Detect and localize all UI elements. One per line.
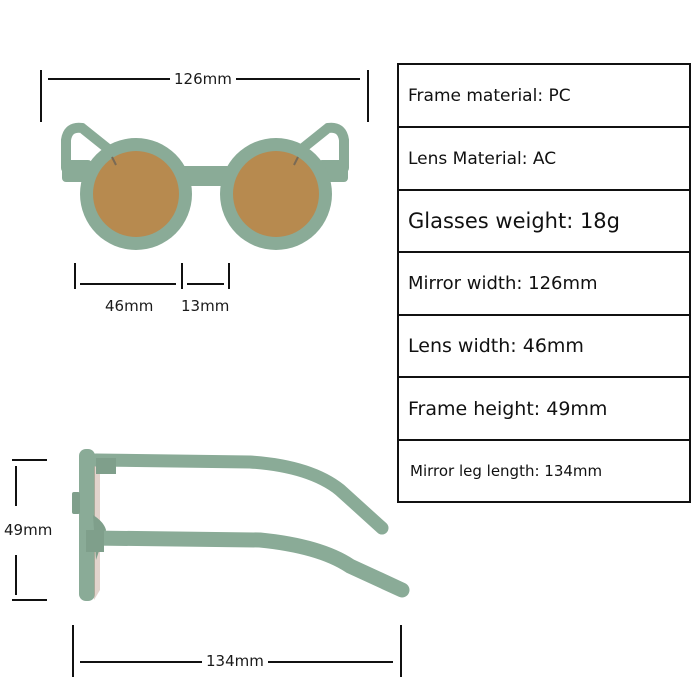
spec-table: Frame material: PC Lens Material: AC Gla…	[397, 63, 691, 503]
lens-width-label: 46mm	[105, 297, 154, 315]
spec-text: Mirror width: 126mm	[408, 273, 598, 294]
dim-line-height-lower	[15, 555, 17, 595]
dim-tick-height-top	[12, 459, 47, 461]
spec-text: Frame height: 49mm	[408, 397, 608, 420]
leg-length-label: 134mm	[202, 652, 268, 670]
spec-row-mirror-leg-length: Mirror leg length: 134mm	[399, 441, 689, 501]
dim-tick-left	[40, 70, 42, 122]
bridge-width-label: 13mm	[181, 297, 230, 315]
total-width-label: 126mm	[170, 70, 236, 88]
glasses-front-image	[61, 122, 349, 250]
dim-line-lens-width	[80, 283, 176, 285]
dim-tick-lens-right	[181, 263, 183, 289]
frame-height-label: 49mm	[4, 521, 53, 539]
spec-text: Lens Material: AC	[408, 148, 557, 169]
dim-line-bridge-width	[187, 283, 224, 285]
spec-row-mirror-width: Mirror width: 126mm	[399, 253, 689, 316]
right-lens	[233, 151, 319, 237]
left-lens	[93, 151, 179, 237]
dim-tick-height-bottom	[12, 599, 47, 601]
spec-row-lens-material: Lens Material: AC	[399, 128, 689, 191]
dim-tick-lens-left	[74, 263, 76, 289]
glasses-side-image	[72, 449, 410, 601]
spec-text: Glasses weight: 18g	[408, 209, 620, 233]
spec-row-glasses-weight: Glasses weight: 18g	[399, 191, 689, 253]
dim-tick-length-left	[72, 625, 74, 677]
dim-line-height-upper	[15, 466, 17, 506]
spec-row-frame-material: Frame material: PC	[399, 65, 689, 128]
spec-row-frame-height: Frame height: 49mm	[399, 378, 689, 441]
dim-tick-length-right	[400, 625, 402, 677]
dim-tick-bridge-right	[228, 263, 230, 289]
spec-text: Mirror leg length: 134mm	[410, 462, 603, 480]
spec-text: Lens width: 46mm	[408, 335, 584, 357]
spec-row-lens-width: Lens width: 46mm	[399, 316, 689, 378]
dim-tick-right	[367, 70, 369, 122]
spec-text: Frame material: PC	[408, 85, 571, 106]
